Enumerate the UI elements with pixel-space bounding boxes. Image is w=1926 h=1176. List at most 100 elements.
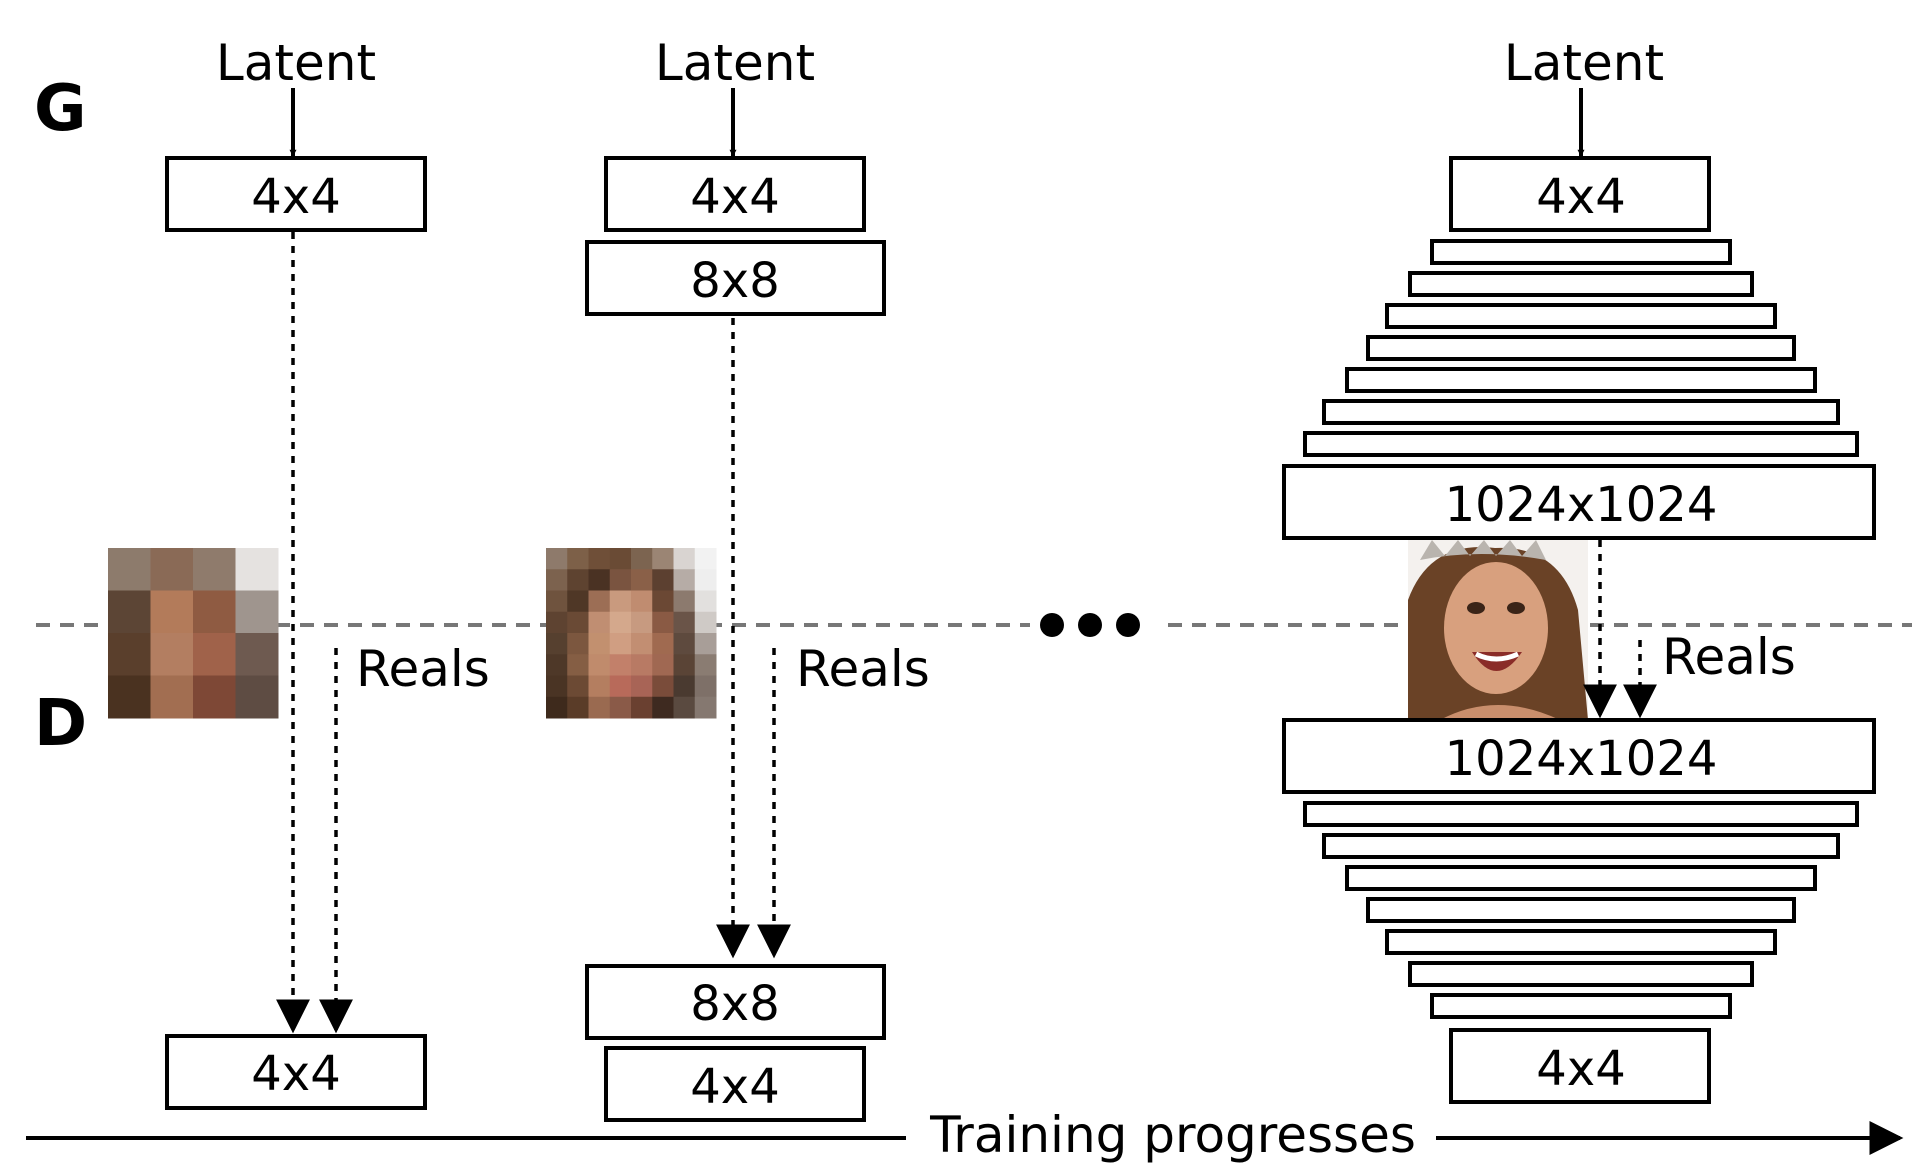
g-block-8x8-stage2 bbox=[585, 240, 886, 316]
image-pixel bbox=[694, 633, 717, 655]
image-pixel bbox=[652, 590, 674, 613]
image-pixel bbox=[631, 633, 653, 655]
d-intermediate-layers bbox=[1303, 801, 1859, 1019]
image-pixel bbox=[588, 569, 611, 591]
stage-final: Latent 4x4 1024x1024 Reals 1024x1024 4x4 bbox=[1282, 34, 1876, 1104]
latent-label-3: Latent bbox=[1504, 34, 1664, 92]
image-pixel bbox=[673, 569, 696, 591]
image-pixel bbox=[631, 611, 653, 634]
g-block-4x4-stage2 bbox=[604, 156, 866, 232]
image-pixel bbox=[193, 548, 236, 591]
image-pixel bbox=[652, 611, 674, 634]
d-layer bbox=[1385, 929, 1777, 955]
g-block-label: 4x4 bbox=[251, 169, 340, 225]
image-pixel bbox=[108, 548, 151, 591]
image-pixel bbox=[235, 633, 279, 676]
image-pixel bbox=[150, 633, 194, 676]
d-block-label: 4x4 bbox=[251, 1046, 340, 1102]
d-layer bbox=[1345, 865, 1817, 891]
image-pixel bbox=[235, 548, 279, 591]
image-pixel bbox=[631, 696, 653, 719]
image-pixel bbox=[588, 611, 611, 634]
image-pixel bbox=[588, 633, 611, 655]
image-pixel bbox=[588, 696, 611, 719]
image-pixel bbox=[150, 590, 194, 634]
image-pixel bbox=[546, 590, 568, 613]
image-pixel bbox=[546, 611, 568, 634]
image-pixel bbox=[631, 590, 653, 613]
image-pixel bbox=[609, 548, 632, 570]
g-layer bbox=[1303, 431, 1859, 457]
image-pixel bbox=[588, 654, 611, 676]
d-layer bbox=[1366, 897, 1796, 923]
image-pixel bbox=[567, 654, 589, 676]
image-pixel bbox=[588, 675, 611, 698]
image-pixel bbox=[631, 548, 653, 570]
image-pixel bbox=[652, 633, 674, 655]
d-block-label: 1024x1024 bbox=[1445, 731, 1718, 787]
image-pixel bbox=[673, 654, 696, 676]
g-layer bbox=[1430, 239, 1732, 265]
training-axis: Training progresses bbox=[26, 1106, 1904, 1164]
image-pixel bbox=[652, 696, 674, 719]
d-block-8x8-stage2 bbox=[585, 964, 886, 1040]
real-image-4x4 bbox=[108, 548, 279, 719]
image-pixel bbox=[652, 675, 674, 698]
image-pixel bbox=[631, 654, 653, 676]
image-pixel bbox=[193, 675, 236, 719]
g-block-4x4-stage1 bbox=[165, 156, 427, 232]
image-pixel bbox=[694, 654, 717, 676]
reals-label-1: Reals bbox=[356, 640, 490, 698]
image-pixel bbox=[235, 675, 279, 719]
reals-label-3: Reals bbox=[1662, 628, 1796, 686]
image-pixel bbox=[673, 548, 696, 570]
training-label: Training progresses bbox=[929, 1106, 1416, 1164]
image-pixel bbox=[546, 696, 568, 719]
image-pixel bbox=[673, 696, 696, 719]
latent-label-1: Latent bbox=[216, 34, 376, 92]
image-pixel bbox=[652, 548, 674, 570]
g-block-4x4-final bbox=[1449, 156, 1711, 232]
g-block-label: 4x4 bbox=[1536, 169, 1625, 225]
image-pixel bbox=[609, 569, 632, 591]
g-layer bbox=[1322, 399, 1840, 425]
image-pixel bbox=[673, 590, 696, 613]
d-block-4x4-stage1 bbox=[165, 1034, 427, 1110]
g-intermediate-layers bbox=[1303, 239, 1859, 457]
image-pixel bbox=[567, 633, 589, 655]
g-layer bbox=[1385, 303, 1777, 329]
stage-2: Latent 4x4 8x8 Reals 8x8 4x4 bbox=[546, 34, 930, 1122]
image-pixel bbox=[108, 590, 151, 634]
image-pixel bbox=[609, 696, 632, 719]
image-pixel bbox=[546, 675, 568, 698]
image-pixel bbox=[673, 633, 696, 655]
image-pixel bbox=[609, 675, 632, 698]
d-block-label: 8x8 bbox=[690, 976, 779, 1032]
image-pixel bbox=[546, 654, 568, 676]
image-pixel bbox=[609, 590, 632, 613]
image-pixel bbox=[694, 569, 717, 591]
image-pixel bbox=[652, 569, 674, 591]
image-pixel bbox=[588, 548, 611, 570]
image-pixel bbox=[694, 611, 717, 634]
image-pixel bbox=[631, 569, 653, 591]
image-pixel bbox=[694, 696, 717, 719]
image-pixel bbox=[673, 675, 696, 698]
d-block-label: 4x4 bbox=[690, 1059, 779, 1115]
image-pixel bbox=[609, 611, 632, 634]
image-pixel bbox=[567, 569, 589, 591]
image-pixel bbox=[150, 675, 194, 719]
image-pixel bbox=[546, 633, 568, 655]
g-layer bbox=[1408, 271, 1754, 297]
d-layer bbox=[1303, 801, 1859, 827]
image-pixel bbox=[652, 654, 674, 676]
image-pixel bbox=[567, 675, 589, 698]
image-pixel bbox=[546, 548, 568, 570]
image-pixel bbox=[567, 696, 589, 719]
g-block-label: 4x4 bbox=[690, 169, 779, 225]
ellipsis bbox=[1040, 613, 1140, 637]
g-layer bbox=[1366, 335, 1796, 361]
reals-label-2: Reals bbox=[796, 640, 930, 698]
image-pixel bbox=[673, 611, 696, 634]
generator-label: G bbox=[34, 72, 87, 146]
